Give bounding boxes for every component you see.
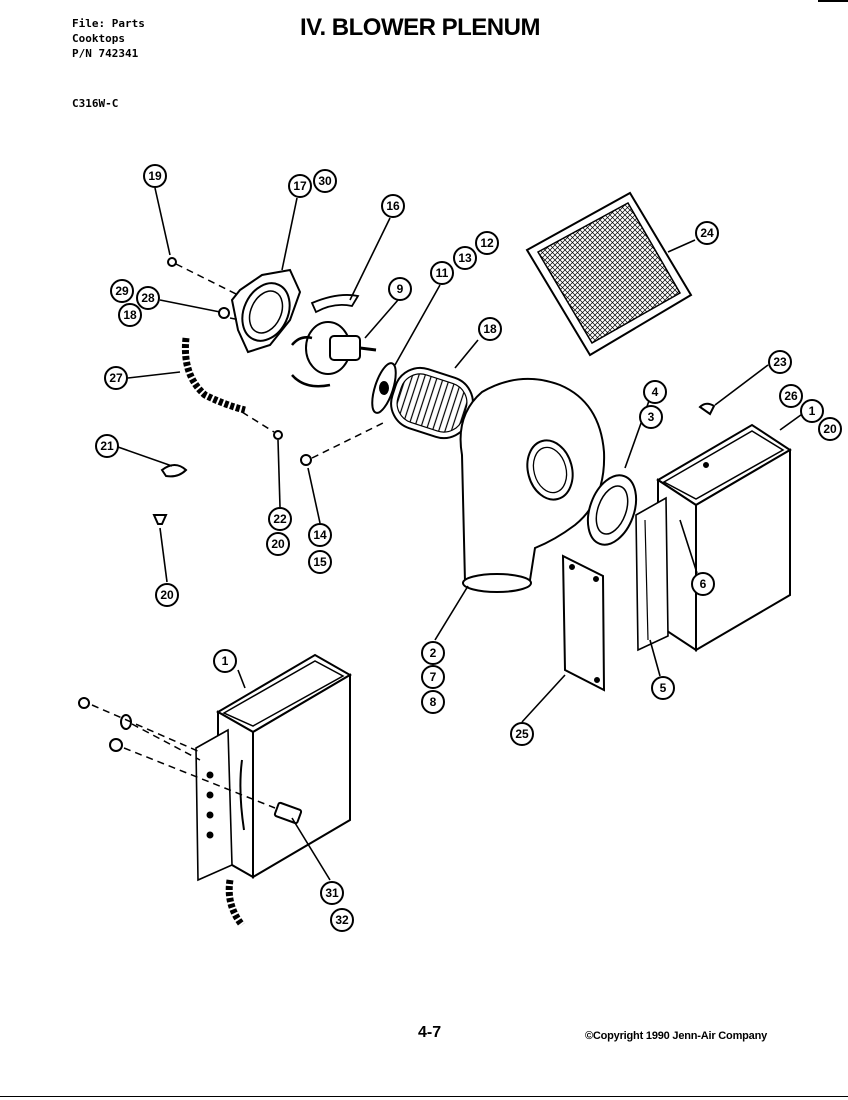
blower-motor [291,321,377,388]
motor-bracket-ring [230,268,302,354]
model-code: C316W-C [72,97,119,110]
callout-20: 20 [271,537,285,551]
nut-28 [218,307,230,319]
callout-1: 1 [222,654,229,668]
grease-filter [525,191,693,357]
callout-5: 5 [660,681,667,695]
screw-14 [300,454,312,466]
lead-wire-assembly [225,879,245,928]
clip-21 [160,464,188,478]
callout-25: 25 [515,727,529,741]
callout-30: 30 [318,174,332,188]
callout-22: 22 [273,512,287,526]
copyright-notice: ©Copyright 1990 Jenn-Air Company [585,1030,768,1042]
switch-block [273,801,303,825]
callout-32: 32 [335,913,349,927]
callout-15: 15 [313,555,327,569]
callout-6: 6 [700,577,707,591]
file-line: File: Parts [72,17,145,30]
motor-strap [310,294,360,314]
bottom-rule [0,1096,848,1097]
screw-22 [273,430,283,440]
fastener-20 [152,514,168,525]
callout-3: 3 [648,410,655,424]
callout-24: 24 [700,226,714,240]
callout-18: 18 [483,322,497,336]
file-line: Cooktops [72,32,125,45]
callout-7: 7 [430,670,437,684]
callout-31: 31 [325,886,339,900]
callout-20: 20 [823,422,837,436]
page-number: 4-7 [418,1024,442,1041]
page-title: IV. BLOWER PLENUM [300,14,540,41]
callout-9: 9 [397,282,404,296]
callout-11: 11 [436,266,449,280]
callout-16: 16 [386,199,400,213]
callout-26: 26 [784,389,798,403]
file-info: File: Parts Cooktops P/N 742341 [72,16,145,61]
plenum-box-left [195,653,352,882]
callout-28: 28 [141,291,155,305]
callout-29: 29 [115,284,129,298]
callout-4: 4 [652,385,659,399]
callout-1: 1 [809,404,816,418]
callout-19: 19 [148,169,162,183]
hex-nut [78,697,90,709]
callout-23: 23 [773,355,787,369]
screw-19 [167,257,177,267]
plenum-box-right [635,423,792,652]
callout-17: 17 [293,179,307,193]
blower-scroll-housing [459,377,606,593]
callout-27: 27 [109,371,123,385]
callout-21: 21 [100,439,114,453]
callout-20: 20 [160,588,174,602]
clip-23 [698,402,716,416]
flexible-cord [181,337,246,414]
gasket-ring [586,474,638,546]
access-cover-plate [561,554,606,692]
strain-relief [109,738,123,752]
callout-2: 2 [430,646,437,660]
callout-8: 8 [430,695,437,709]
blower-wheel [371,362,474,440]
top-rule [818,0,848,2]
callout-13: 13 [458,251,472,265]
file-line: P/N 742341 [72,47,139,60]
callout-12: 12 [480,236,494,250]
callout-14: 14 [313,528,327,542]
callout-18: 18 [123,308,137,322]
